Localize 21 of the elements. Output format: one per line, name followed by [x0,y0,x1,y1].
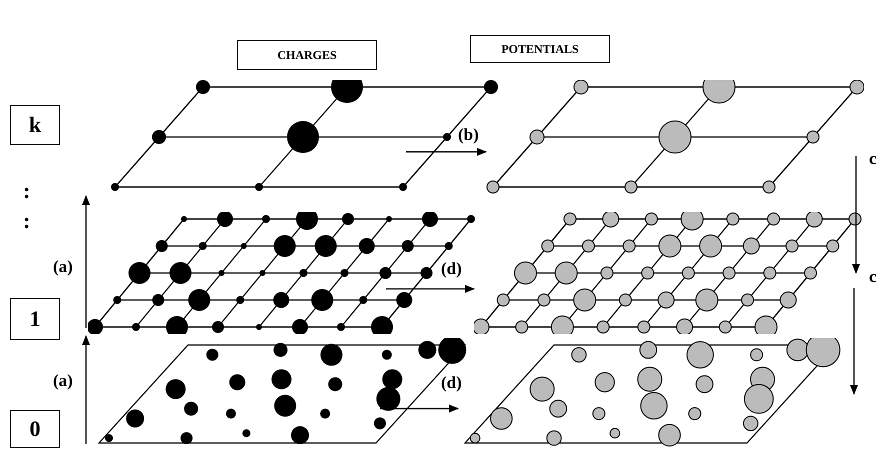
level-box: k [10,105,60,145]
grid-plane-drawing [108,80,498,194]
edge-label: (d) [440,374,463,391]
arrow [380,404,459,413]
level-box: 0 [10,410,60,448]
grid-plane-drawing [474,212,862,334]
edge-label: (a) [52,372,74,389]
arrow [82,195,90,328]
level-box: 1 [10,298,60,340]
grid-plane-drawing [486,80,864,194]
arrow [850,288,858,395]
arrow [386,284,475,293]
header-box: CHARGES [237,40,377,70]
arrow [852,156,860,274]
edge-label: (b) [457,126,480,143]
edge-label: (a) [52,258,74,275]
arrow [406,148,487,156]
arrow [82,335,90,444]
header-box: POTENTIALS [470,35,610,63]
grid-plane-drawing [88,212,478,334]
edge-label: (d) [440,260,463,277]
